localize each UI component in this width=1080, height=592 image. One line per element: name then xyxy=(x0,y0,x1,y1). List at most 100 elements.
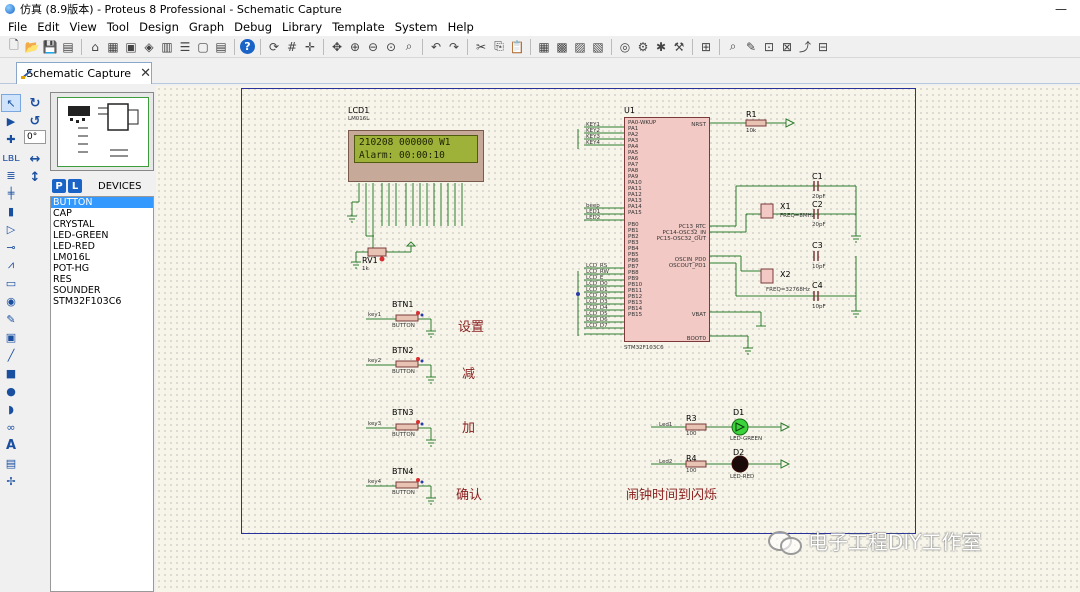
device-pins-icon[interactable]: ⊸ xyxy=(6,240,16,254)
menu-edit[interactable]: Edit xyxy=(37,20,60,34)
overview-window[interactable] xyxy=(50,92,154,171)
menu-library[interactable]: Library xyxy=(282,20,323,34)
open-folder-icon[interactable]: 📂 xyxy=(24,39,40,54)
menu-help[interactable]: Help xyxy=(447,20,474,34)
mcu-component[interactable]: PA0-WKUP PA1 PA2 PA3 PA4 PA5 PA6 PA7 PA8… xyxy=(624,117,710,342)
grid-icon[interactable]: # xyxy=(286,39,298,54)
menu-template[interactable]: Template xyxy=(332,20,385,34)
lcd-component[interactable]: 210208 000000 W1 Alarm: 00:00:10 xyxy=(348,130,484,182)
wire-autorouter-icon[interactable]: ⊞ xyxy=(700,39,712,54)
marker-icon[interactable]: ✢ xyxy=(6,474,16,488)
tape-recorder-icon[interactable]: ▭ xyxy=(5,276,17,290)
library-manager-button[interactable]: L xyxy=(68,179,82,193)
menu-system[interactable]: System xyxy=(394,20,438,34)
gerber-icon[interactable]: ▥ xyxy=(161,39,173,54)
minimize-button[interactable]: — xyxy=(1055,2,1067,16)
zoom-all-icon[interactable]: ⊙ xyxy=(385,39,397,54)
notes-icon[interactable]: ▢ xyxy=(197,39,209,54)
menu-view[interactable]: View xyxy=(69,20,97,34)
block-rotate-icon[interactable]: ▨ xyxy=(574,39,586,54)
device-item-crystal[interactable]: CRYSTAL xyxy=(53,219,95,230)
path-icon[interactable]: ∞ xyxy=(6,420,16,434)
property-assignment-icon[interactable]: ✎ xyxy=(745,39,757,54)
text-script-icon[interactable]: ≣ xyxy=(6,168,16,182)
device-item-stm32f103c6[interactable]: STM32F103C6 xyxy=(53,296,122,307)
pin-label: NRST xyxy=(691,122,706,128)
device-item-pot-hg[interactable]: POT-HG xyxy=(53,263,90,274)
new-sheet-icon[interactable]: ⊡ xyxy=(763,39,775,54)
block-move-icon[interactable]: ▩ xyxy=(556,39,568,54)
virtual-instruments-icon[interactable]: ▣ xyxy=(5,330,17,344)
generator-icon[interactable]: ◉ xyxy=(6,294,16,308)
undo-icon[interactable]: ↶ xyxy=(430,39,442,54)
arc-icon[interactable]: ◗ xyxy=(8,402,14,416)
net-label: LCD_E xyxy=(586,275,604,281)
buses-icon[interactable]: ╪ xyxy=(7,186,15,200)
wire-label-icon[interactable]: ʟʙʟ xyxy=(2,150,20,164)
exit-to-parent-icon[interactable]: ⤴ xyxy=(798,40,811,54)
device-item-led-red[interactable]: LED-RED xyxy=(53,241,95,252)
component-mode-icon[interactable]: ▶ xyxy=(6,114,16,128)
circle-icon[interactable]: ● xyxy=(6,384,16,398)
new-file-icon[interactable]: 🗋 xyxy=(9,38,19,52)
rotate-anticlockwise-icon[interactable]: ↺ xyxy=(29,113,41,129)
remove-sheet-icon[interactable]: ⊠ xyxy=(781,39,793,54)
tab-schematic-capture[interactable]: Schematic Capture ✕ xyxy=(16,62,152,84)
home-icon[interactable]: ⌂ xyxy=(91,39,99,54)
menu-file[interactable]: File xyxy=(8,20,28,34)
symbol-icon[interactable]: ▤ xyxy=(5,456,17,470)
terminals-icon[interactable]: ▷ xyxy=(6,222,16,236)
device-item-cap[interactable]: CAP xyxy=(53,208,72,219)
voltage-probe-icon[interactable]: ✎ xyxy=(6,312,16,326)
rotate-clockwise-icon[interactable]: ↻ xyxy=(29,95,41,111)
schematic-canvas[interactable]: LCD1 LM016L 210208 000000 W1 Alarm: 00:0… xyxy=(156,86,1080,592)
block-copy-icon[interactable]: ▦ xyxy=(538,39,550,54)
pick-devices-button[interactable]: P xyxy=(52,179,66,193)
device-item-led-green[interactable]: LED-GREEN xyxy=(53,230,109,241)
rotation-angle-field[interactable]: 0° xyxy=(24,130,46,144)
menu-tool[interactable]: Tool xyxy=(106,20,130,34)
redo-icon[interactable]: ↷ xyxy=(448,39,460,54)
zoom-out-icon[interactable]: ⊖ xyxy=(367,39,379,54)
packaging-tool-icon[interactable]: ⚒ xyxy=(673,39,685,54)
menu-debug[interactable]: Debug xyxy=(234,20,272,34)
bom-icon[interactable]: ☰ xyxy=(179,39,191,54)
device-item-sounder[interactable]: SOUNDER xyxy=(53,285,101,296)
schematic-icon[interactable]: ▦ xyxy=(107,39,119,54)
paste-icon[interactable]: 📋 xyxy=(509,39,525,54)
device-item-lm016l[interactable]: LM016L xyxy=(53,252,90,263)
selection-mode-icon[interactable]: ↖ xyxy=(1,94,21,112)
block-delete-icon[interactable]: ▧ xyxy=(592,39,604,54)
origin-icon[interactable]: ✛ xyxy=(304,39,316,54)
save-icon[interactable]: 💾 xyxy=(42,39,58,54)
line-icon[interactable]: ╱ xyxy=(7,348,15,362)
source-code-icon[interactable]: ▤ xyxy=(215,39,227,54)
mirror-vertical-icon[interactable]: ↕ xyxy=(29,169,41,185)
box-icon[interactable]: ■ xyxy=(5,366,17,380)
mirror-horizontal-icon[interactable]: ↔ xyxy=(29,151,41,167)
subcircuit-icon[interactable]: ▮ xyxy=(7,204,15,218)
close-icon[interactable]: ✕ xyxy=(140,66,151,81)
pcb-icon[interactable]: ▣ xyxy=(125,39,137,54)
search-tag-icon[interactable]: ⌕ xyxy=(729,39,737,53)
text-icon[interactable]: A xyxy=(5,437,17,453)
netlist-icon[interactable]: ⊟ xyxy=(817,39,829,54)
refresh-icon[interactable]: ⟳ xyxy=(268,39,280,54)
decompose-icon[interactable]: ✱ xyxy=(655,39,667,54)
graph-icon[interactable]: ⩘ xyxy=(7,258,15,271)
zoom-in-icon[interactable]: ⊕ xyxy=(349,39,361,54)
make-device-icon[interactable]: ⚙ xyxy=(637,39,649,54)
cut-icon[interactable]: ✂ xyxy=(475,39,487,54)
device-item-button[interactable]: BUTTON xyxy=(51,197,153,208)
junction-dot-icon[interactable]: ✚ xyxy=(6,132,16,146)
import-icon[interactable]: ▤ xyxy=(62,39,74,54)
copy-icon[interactable]: ⎘ xyxy=(494,39,504,53)
device-item-res[interactable]: RES xyxy=(53,274,72,285)
pick-device-icon[interactable]: ◎ xyxy=(619,39,631,54)
zoom-area-icon[interactable]: ⌕ xyxy=(405,39,413,53)
pan-icon[interactable]: ✥ xyxy=(331,39,343,54)
menu-graph[interactable]: Graph xyxy=(188,20,225,34)
help-icon[interactable]: ? xyxy=(240,39,255,54)
menu-design[interactable]: Design xyxy=(139,20,179,34)
3d-icon[interactable]: ◈ xyxy=(144,39,154,54)
